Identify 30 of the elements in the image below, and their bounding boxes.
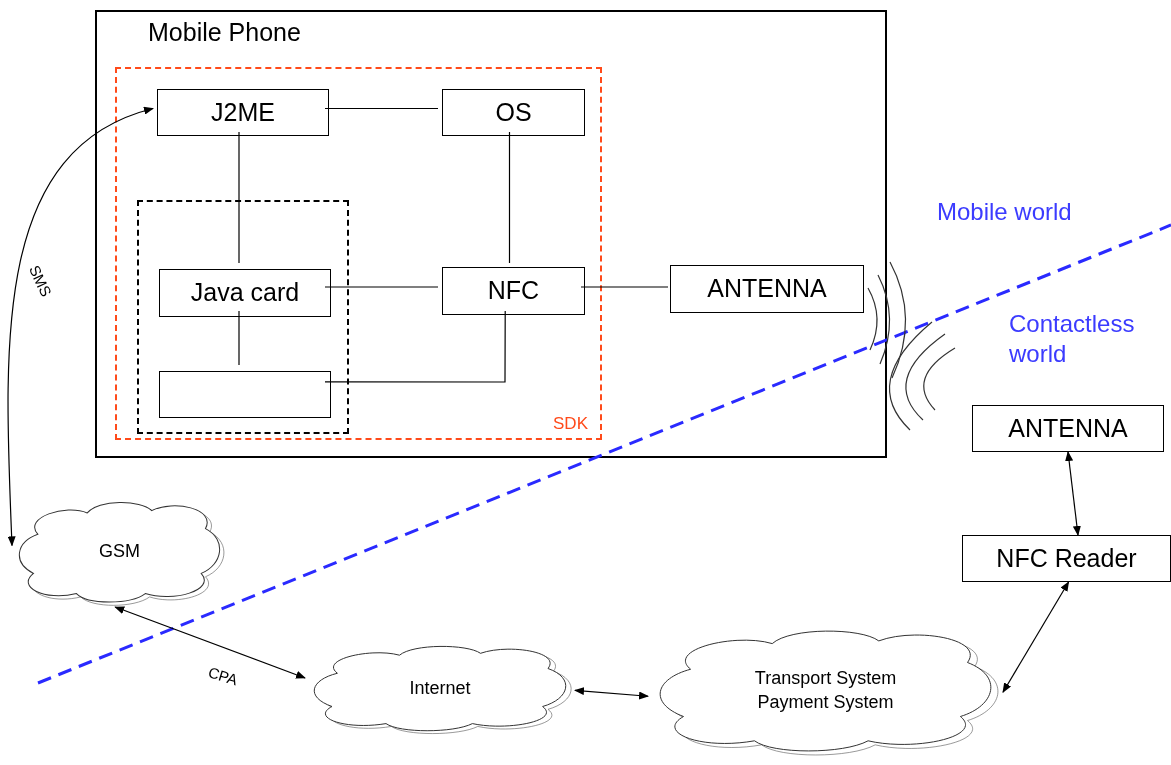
frame-title: Mobile Phone	[148, 20, 301, 45]
arrow	[1002, 581, 1070, 694]
group-title: SDK	[553, 415, 588, 432]
connector-line	[238, 131, 240, 264]
cloud-label: GSM	[99, 540, 140, 563]
connector-line	[324, 107, 439, 110]
arrow	[114, 606, 306, 679]
cloud-label: Transport System Payment System	[753, 666, 898, 714]
process-box	[159, 371, 331, 418]
connector-line	[324, 310, 506, 383]
process-box: NFC Reader	[962, 535, 1171, 582]
connector-line	[324, 286, 439, 288]
process-box: J2ME	[157, 89, 329, 136]
region-label: Contactless world	[1009, 309, 1136, 369]
process-box: OS	[442, 89, 585, 136]
process-box: Java card	[159, 269, 331, 317]
process-box: NFC	[442, 267, 585, 315]
device-frame	[95, 10, 887, 458]
region-label: Mobile world	[937, 197, 1072, 227]
dashed-group-box	[137, 200, 349, 434]
arrow	[7, 107, 154, 547]
cloud-label: Internet	[409, 676, 471, 700]
connector-line	[508, 131, 511, 264]
connector-line	[238, 310, 240, 366]
dashed-group-box	[115, 67, 602, 440]
connector-line	[580, 286, 669, 288]
process-box: ANTENNA	[670, 265, 864, 313]
arrow	[1065, 451, 1081, 536]
arrow	[574, 687, 649, 700]
process-box: ANTENNA	[972, 405, 1164, 452]
